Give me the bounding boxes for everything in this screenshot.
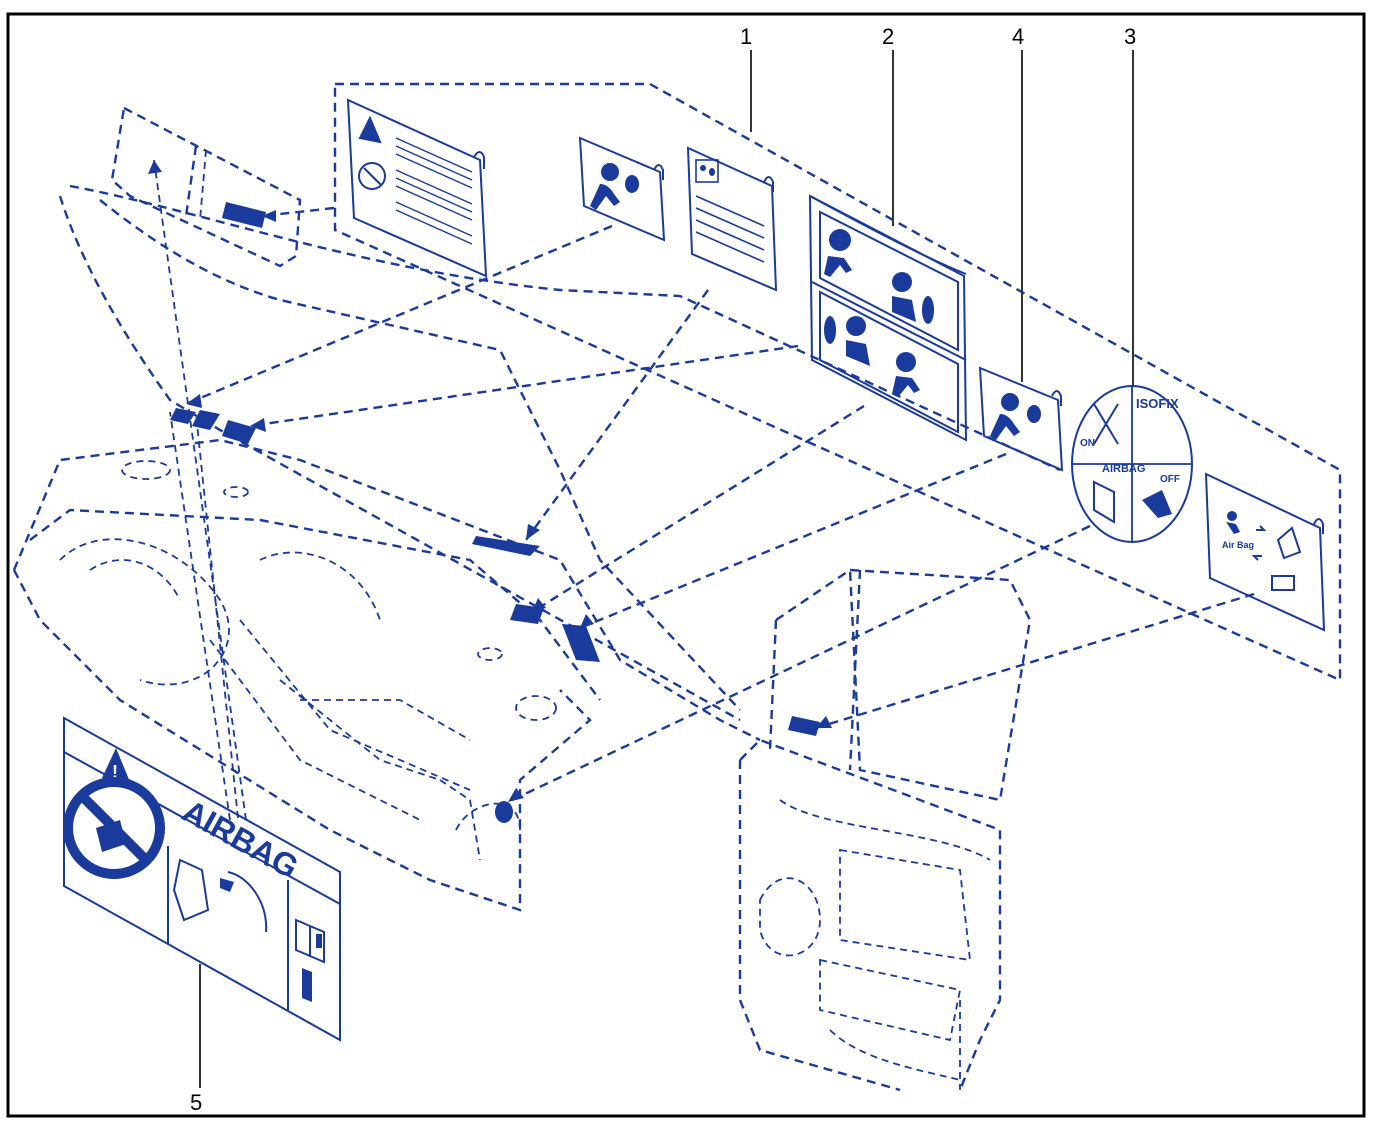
callout-3: 3 [1124,24,1136,390]
air-bag-script-text: Air Bag [1222,540,1254,550]
windscreen-outline [58,184,1061,722]
off-text: OFF [1160,474,1180,485]
airbag-seatbelt-panel-label [808,194,968,442]
airbag-deactivation-label: Air Bag [1204,472,1326,632]
windscreen-markers [170,408,820,823]
manual-info-icon [295,918,325,1002]
on-text: ON [1080,438,1095,449]
instruction-sheet-label [686,146,778,292]
isofix-airbag-disc-label: ISOFIX AIRBAG ON OFF [1071,385,1193,543]
callout-1: 1 [740,24,752,132]
no-rear-facing-child-seat-icon [63,777,165,879]
placement-arrows [148,159,1255,821]
svg-text:5: 5 [190,1090,202,1115]
svg-text:3: 3 [1124,24,1136,49]
svg-text:1: 1 [740,24,752,49]
callout-2: 2 [882,24,894,226]
airbag-pictogram-label [578,136,666,242]
frame-border [6,12,1366,1118]
warning-triangle-mark: ! [112,762,118,782]
airbag-small-text: AIRBAG [1102,463,1145,475]
warning-triangle-icon [102,748,130,782]
warning-sheet-label [346,98,488,278]
door-outline [738,568,1032,1092]
callout-5: 5 [190,964,202,1115]
callout-4: 4 [1012,24,1024,382]
airbag-warning-label-5: ! AIRBAG [63,716,341,1042]
svg-text:2: 2 [882,24,894,49]
label-group-outline [333,82,1342,682]
svg-text:4: 4 [1012,24,1024,49]
sun-visor-outline [110,106,302,268]
passenger-airbag-icon [172,858,268,933]
airbag-large-text: AIRBAG [177,793,305,886]
isofix-text: ISOFIX [1136,396,1179,411]
airbag-pictogram-label-4 [978,366,1064,472]
